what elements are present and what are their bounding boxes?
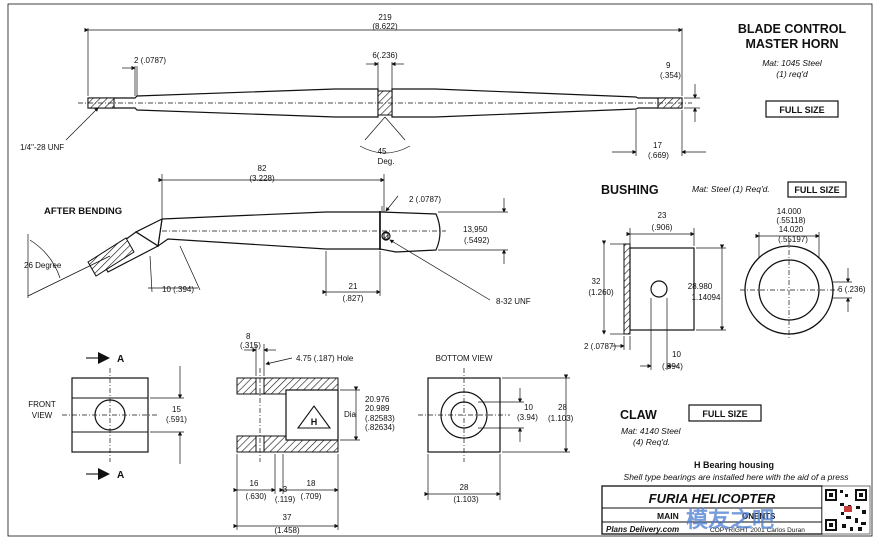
section-a-top: A <box>117 354 124 365</box>
dim-16: 16 <box>250 479 259 488</box>
dim-16-in: (.630) <box>246 492 267 501</box>
title-block: FURIA HELICOPTER MAIN ONENTS Plans Deliv… <box>601 485 823 535</box>
dim-17: 17 <box>653 141 662 150</box>
dim-8-in: (.315) <box>240 341 261 350</box>
dim-82: 82 <box>258 164 267 173</box>
angle-26: 26 Degree <box>24 261 62 270</box>
dim-2-shoulder: 2 (.0787) <box>134 56 166 65</box>
dim-28980-in: 1.14094 <box>692 293 721 302</box>
dim-28-in: (1.103) <box>548 414 574 423</box>
dim-10-bottom: 10 <box>524 403 533 412</box>
title-line1: BLADE CONTROL <box>738 22 847 36</box>
copyright: COPYRIGHT 2001 Carlos Duran <box>710 527 805 534</box>
section-a-bottom: A <box>117 470 124 481</box>
claw-title: CLAW FULL SIZE Mat: 4140 Steel (4) Req'd… <box>620 404 762 447</box>
dim-23: 23 <box>658 211 667 220</box>
dia-1: 20.976 <box>365 395 390 404</box>
dim-18: 18 <box>307 479 316 488</box>
dim-8: 8 <box>246 332 251 341</box>
hole-callout: 4.75 (.187) Hole <box>296 354 354 363</box>
after-bending-label: AFTER BENDING <box>44 206 122 217</box>
dim-14020-in: (.55197) <box>778 235 808 244</box>
angle-45: 45 <box>378 147 387 156</box>
master-horn-drawing: 219 (8.622) 6(.236) 2 (.0787) 9 (.354) <box>20 13 706 166</box>
dim-10-bottom-in: (3.94) <box>517 413 538 422</box>
title-line2: MASTER HORN <box>745 37 838 51</box>
claw-front-view: FRONT VIEW A A 15 (.591) <box>28 352 187 481</box>
dim-9: 9 <box>666 61 671 70</box>
dim-14000-in: (.55118) <box>776 216 806 225</box>
brand-name: FURIA HELICOPTER <box>649 491 776 506</box>
bearing-note: Shell type bearings are installed here w… <box>624 472 850 482</box>
dim-17-in: (.669) <box>648 151 669 160</box>
full-size-bushing: FULL SIZE <box>794 185 839 195</box>
thread-quarter-28: 1/4"-28 UNF <box>20 143 64 152</box>
dim-6-bushing: 6 (.236) <box>838 285 866 294</box>
master-horn-title: BLADE CONTROL MASTER HORN Mat: 1045 Stee… <box>738 22 847 118</box>
claw-title-text: CLAW <box>620 408 657 422</box>
dim-9-in: (.354) <box>660 71 681 80</box>
req-1: (1) req'd <box>776 69 808 79</box>
dim-219: 219 <box>378 13 392 22</box>
dia-2: 20.989 <box>365 404 390 413</box>
dim-13950: 13,950 <box>463 225 488 234</box>
dim-14000: 14.000 <box>777 207 802 216</box>
dia-3: (.82583) <box>365 414 395 423</box>
dia-label: Dia <box>344 410 357 419</box>
bushing-drawing: BUSHING Mat: Steel (1) Req'd. FULL SIZE … <box>584 181 866 371</box>
angle-deg: Deg. <box>378 157 395 166</box>
dim-37: 37 <box>283 513 292 522</box>
qr-code <box>821 485 871 535</box>
claw-section-view: H 8 (.315) 4.75 (.187) Hole Dia 20.976 2… <box>233 332 395 535</box>
h-mark: H <box>311 417 318 427</box>
dim-3-in: (.119) <box>275 495 296 504</box>
dim-219-in: (8.622) <box>372 22 398 31</box>
bottom-view-label: BOTTOM VIEW <box>436 354 493 363</box>
full-size-claw: FULL SIZE <box>702 409 747 419</box>
material-1045: Mat: 1045 Steel <box>762 58 823 68</box>
dim-23-in: (.906) <box>652 223 673 232</box>
dim-18-in: (.709) <box>301 492 322 501</box>
dim-37-in: (1.458) <box>274 526 300 535</box>
dim-10-bend: 10 (.394) <box>162 285 194 294</box>
dim-6-groove: 6(.236) <box>372 51 398 60</box>
claw-material: Mat: 4140 Steel <box>621 426 682 436</box>
front-view-label: FRONT <box>28 400 56 409</box>
dim-3: 3 <box>283 485 288 494</box>
dim-28b: 28 <box>460 483 469 492</box>
plans-delivery: Plans Delivery.com <box>606 525 679 534</box>
dia-4: (.82634) <box>365 423 395 432</box>
front-view-label2: VIEW <box>32 411 53 420</box>
dim-15-in: (.591) <box>166 415 187 424</box>
dim-14020: 14.020 <box>779 225 804 234</box>
dim-10-bushing: 10 <box>672 350 681 359</box>
dim-32-in: (1.260) <box>588 288 614 297</box>
dim-28b-in: (1.103) <box>453 495 479 504</box>
main-left: MAIN <box>657 511 679 521</box>
dim-2-flange: 2 (.0787) <box>584 342 616 351</box>
claw-req: (4) Req'd. <box>633 437 670 447</box>
dim-28980: 28.980 <box>688 282 713 291</box>
dim-15: 15 <box>172 405 181 414</box>
sheet-border <box>7 3 873 537</box>
dim-32: 32 <box>592 277 601 286</box>
dim-13950-in: (.5492) <box>464 236 490 245</box>
dim-82-in: (3.228) <box>249 174 275 183</box>
main-right: ONENTS <box>742 512 776 521</box>
dim-2-head: 2 (.0787) <box>409 195 441 204</box>
thread-8-32: 8-32 UNF <box>496 297 531 306</box>
dim-21: 21 <box>349 282 358 291</box>
bushing-title: BUSHING <box>601 183 659 197</box>
after-bending-drawing: AFTER BENDING 82 (3.228) 2 (.0787) 13,95… <box>24 164 531 306</box>
watermark: 模友之吧 <box>686 507 774 533</box>
full-size-horn: FULL SIZE <box>779 105 824 115</box>
claw-bottom-view: BOTTOM VIEW 10 (3.94) 28 (1.103) 28 (1.1… <box>418 354 574 504</box>
bushing-material: Mat: Steel (1) Req'd. <box>692 184 770 194</box>
dim-10-bushing-in: (.394) <box>662 362 683 371</box>
dim-21-in: (.827) <box>343 294 364 303</box>
bearing-title: H Bearing housing <box>694 460 774 470</box>
dim-28: 28 <box>558 403 567 412</box>
